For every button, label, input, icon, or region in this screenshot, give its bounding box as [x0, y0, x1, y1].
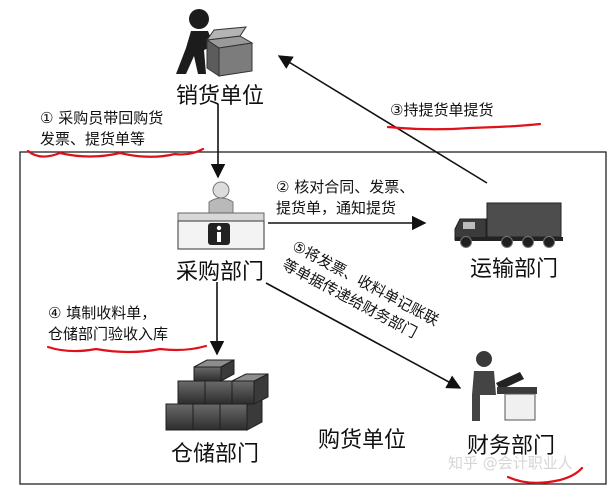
step3-note: ③持提货单提货 [390, 100, 493, 121]
step1-line2: 发票、提货单等 [40, 130, 146, 148]
truck-icon [454, 202, 563, 248]
arrow-transport-to-seller [277, 55, 488, 184]
step1-note: ① 采购员带回购货 发票、提货单等 [40, 108, 163, 150]
underline-step4 [46, 344, 208, 354]
node-transport: 运输部门 [470, 257, 559, 282]
underline-finance [506, 466, 584, 484]
step2-line2: 提货单，通知提货 [276, 199, 397, 217]
step4-line2: 仓储部门验收入库 [48, 325, 169, 343]
buyer-boundary [19, 151, 607, 485]
step4-line1: ④ 填制收料单， [48, 304, 157, 322]
node-buyer: 购货单位 [318, 428, 407, 453]
arrow-purchasing-to-finance [265, 282, 462, 389]
node-seller: 销货单位 [176, 84, 265, 109]
step2-note: ② 核对合同、发票、 提货单，通知提货 [276, 177, 414, 219]
flow-arrows [209, 55, 488, 389]
underline-step1 [26, 147, 205, 158]
node-finance: 财务部门 [467, 434, 556, 459]
person-at-desk-icon [472, 351, 537, 421]
step3-line: ③持提货单提货 [390, 101, 494, 119]
watermark: 知乎 @会计职业人 [448, 454, 573, 472]
step2-line1: ② 核对合同、发票、 [276, 178, 415, 196]
step4-note: ④ 填制收料单， 仓储部门验收入库 [48, 303, 168, 345]
node-warehouse: 仓储部门 [171, 442, 260, 467]
stacked-boxes-icon [165, 359, 269, 431]
step1-line1: ① 采购员带回购货 [40, 109, 164, 127]
information-desk-icon [177, 181, 265, 250]
node-purchasing: 采购部门 [176, 260, 265, 285]
underline-step3 [386, 122, 542, 131]
red-underlines [26, 122, 584, 484]
person-carrying-box-icon [176, 9, 254, 77]
